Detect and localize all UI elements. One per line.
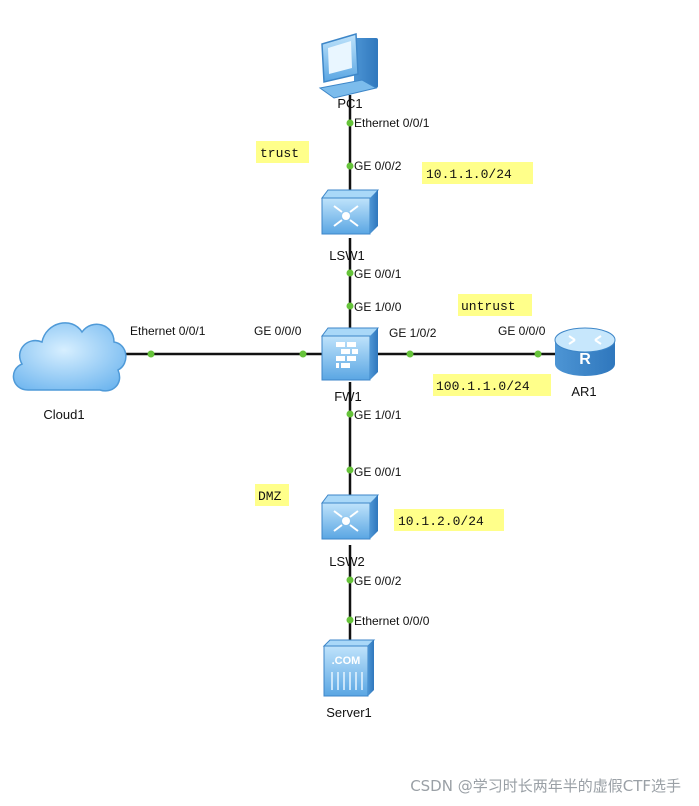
network-label-dmz: 10.1.2.0/24 — [398, 514, 484, 529]
pc-icon[interactable] — [318, 33, 378, 99]
cloud-icon[interactable] — [12, 322, 127, 392]
device-label-lsw2: LSW2 — [329, 554, 364, 569]
port-dot — [346, 302, 354, 310]
network-highlight — [422, 162, 533, 184]
zone-label-untrust: untrust — [461, 299, 516, 314]
port-dot — [346, 119, 354, 127]
network-highlight — [433, 374, 551, 396]
device-label-cloud1: Cloud1 — [43, 407, 84, 422]
port-label: GE 0/0/2 — [354, 574, 402, 588]
zone-label-trust: trust — [260, 146, 299, 161]
port-label: GE 0/0/2 — [354, 159, 402, 173]
port-dot — [147, 350, 155, 358]
zone-highlight — [256, 141, 309, 163]
port-dot — [299, 350, 307, 358]
port-label: GE 1/0/0 — [354, 300, 402, 314]
server-icon[interactable]: .COM — [322, 639, 376, 697]
server-badge: .COM — [332, 655, 361, 667]
svg-text:R: R — [579, 351, 591, 368]
port-label: GE 0/0/1 — [354, 267, 402, 281]
port-label: Ethernet 0/0/1 — [354, 116, 430, 130]
device-label-pc1: PC1 — [337, 96, 362, 111]
switch-icon[interactable] — [321, 494, 379, 540]
port-dot — [346, 410, 354, 418]
network-highlight — [394, 509, 504, 531]
network-label-trust: 10.1.1.0/24 — [426, 167, 512, 182]
device-label-fw1: FW1 — [334, 389, 361, 404]
network-label-untrust: 100.1.1.0/24 — [436, 379, 530, 394]
watermark: CSDN @学习时长两年半的虚假CTF选手 — [410, 777, 681, 795]
firewall-icon[interactable] — [321, 327, 379, 381]
router-icon[interactable]: R — [554, 327, 616, 376]
zone-highlight — [458, 294, 532, 316]
port-dot — [346, 576, 354, 584]
device-label-server1: Server1 — [326, 705, 372, 720]
port-label: Ethernet 0/0/1 — [130, 324, 206, 338]
port-label: GE 1/0/2 — [389, 326, 437, 340]
port-dots — [147, 119, 542, 624]
port-dot — [534, 350, 542, 358]
port-dot — [346, 269, 354, 277]
port-label: GE 0/0/0 — [498, 324, 546, 338]
port-label: GE 0/0/0 — [254, 324, 302, 338]
port-label: GE 1/0/1 — [354, 408, 402, 422]
zone-label-dmz: DMZ — [258, 489, 282, 504]
port-label: GE 0/0/1 — [354, 465, 402, 479]
switch-icon[interactable] — [321, 189, 379, 235]
port-dot — [346, 616, 354, 624]
device-label-lsw1: LSW1 — [329, 248, 364, 263]
port-dot — [346, 162, 354, 170]
port-dot — [406, 350, 414, 358]
port-dot — [346, 466, 354, 474]
port-label: Ethernet 0/0/0 — [354, 614, 430, 628]
device-label-ar1: AR1 — [571, 384, 596, 399]
zone-highlight — [255, 484, 289, 506]
